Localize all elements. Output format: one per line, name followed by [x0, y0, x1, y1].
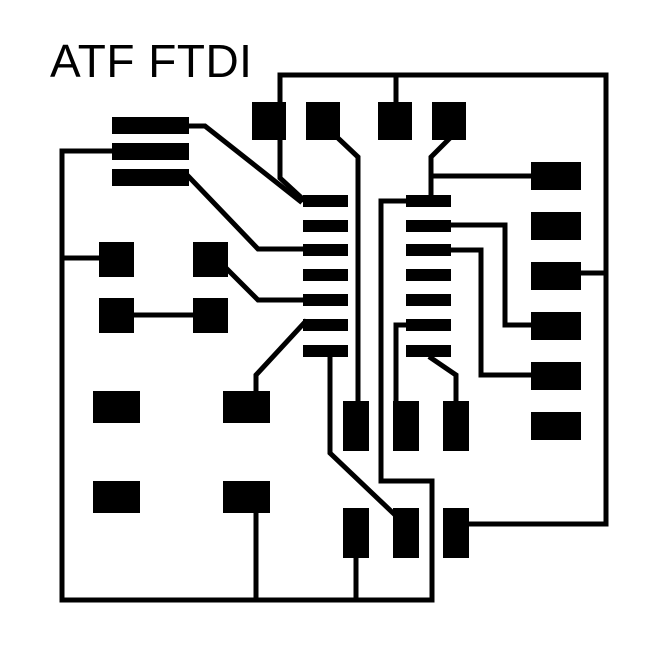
trace-conn-1	[186, 123, 304, 205]
pad	[99, 242, 134, 277]
pad	[531, 212, 581, 240]
pads	[93, 102, 581, 558]
pad	[343, 508, 369, 558]
pad	[306, 102, 340, 140]
pad	[531, 312, 581, 340]
ic-pin	[303, 319, 348, 331]
pad	[223, 391, 270, 423]
pad	[443, 401, 469, 451]
ic-pin	[406, 345, 451, 357]
trace-u1-bottom	[327, 355, 397, 517]
ic-pin	[406, 244, 451, 256]
pad	[531, 362, 581, 390]
pad	[343, 401, 369, 451]
pad	[193, 298, 228, 333]
pad	[393, 508, 419, 558]
ic-pin	[406, 195, 451, 207]
pad	[443, 508, 469, 558]
pad	[432, 102, 466, 140]
ic-pin	[406, 269, 451, 281]
pad	[393, 401, 419, 451]
connector-pin	[112, 169, 189, 186]
pad	[223, 481, 270, 513]
ic-pin	[406, 220, 451, 232]
ic-pin	[303, 244, 348, 256]
trace-pad-u1	[224, 266, 306, 303]
ic-pin	[303, 294, 348, 306]
trace-top-rail	[277, 72, 609, 527]
pad	[193, 242, 228, 277]
pad	[93, 391, 140, 423]
ic-pin	[406, 294, 451, 306]
trace-u2-bottom	[427, 354, 459, 405]
pad	[531, 262, 581, 290]
trace-u1-p1	[277, 137, 309, 205]
ic-pin	[303, 345, 348, 357]
trace-u2-left	[378, 198, 435, 603]
ic-pin	[303, 269, 348, 281]
connector-pin	[112, 143, 189, 160]
pad	[252, 102, 286, 140]
ic-pin	[303, 220, 348, 232]
pad	[93, 481, 140, 513]
trace-u2-pin3	[448, 247, 535, 378]
trace-perimeter	[59, 148, 115, 603]
trace-u2-pin2	[448, 222, 535, 328]
trace-mid	[336, 136, 361, 406]
pad	[378, 102, 412, 140]
ic-pin	[406, 319, 451, 331]
connector-pin	[112, 117, 189, 134]
ic-pin	[303, 195, 348, 207]
board-title: ATF FTDI	[50, 35, 253, 87]
trace-conn-2	[185, 173, 306, 252]
trace-u2-top	[428, 136, 452, 202]
trace-u2-inner	[393, 322, 409, 406]
pad	[99, 298, 134, 333]
trace-u1-low	[253, 318, 309, 396]
traces	[59, 72, 609, 603]
pad	[531, 412, 581, 440]
pad	[531, 162, 581, 190]
